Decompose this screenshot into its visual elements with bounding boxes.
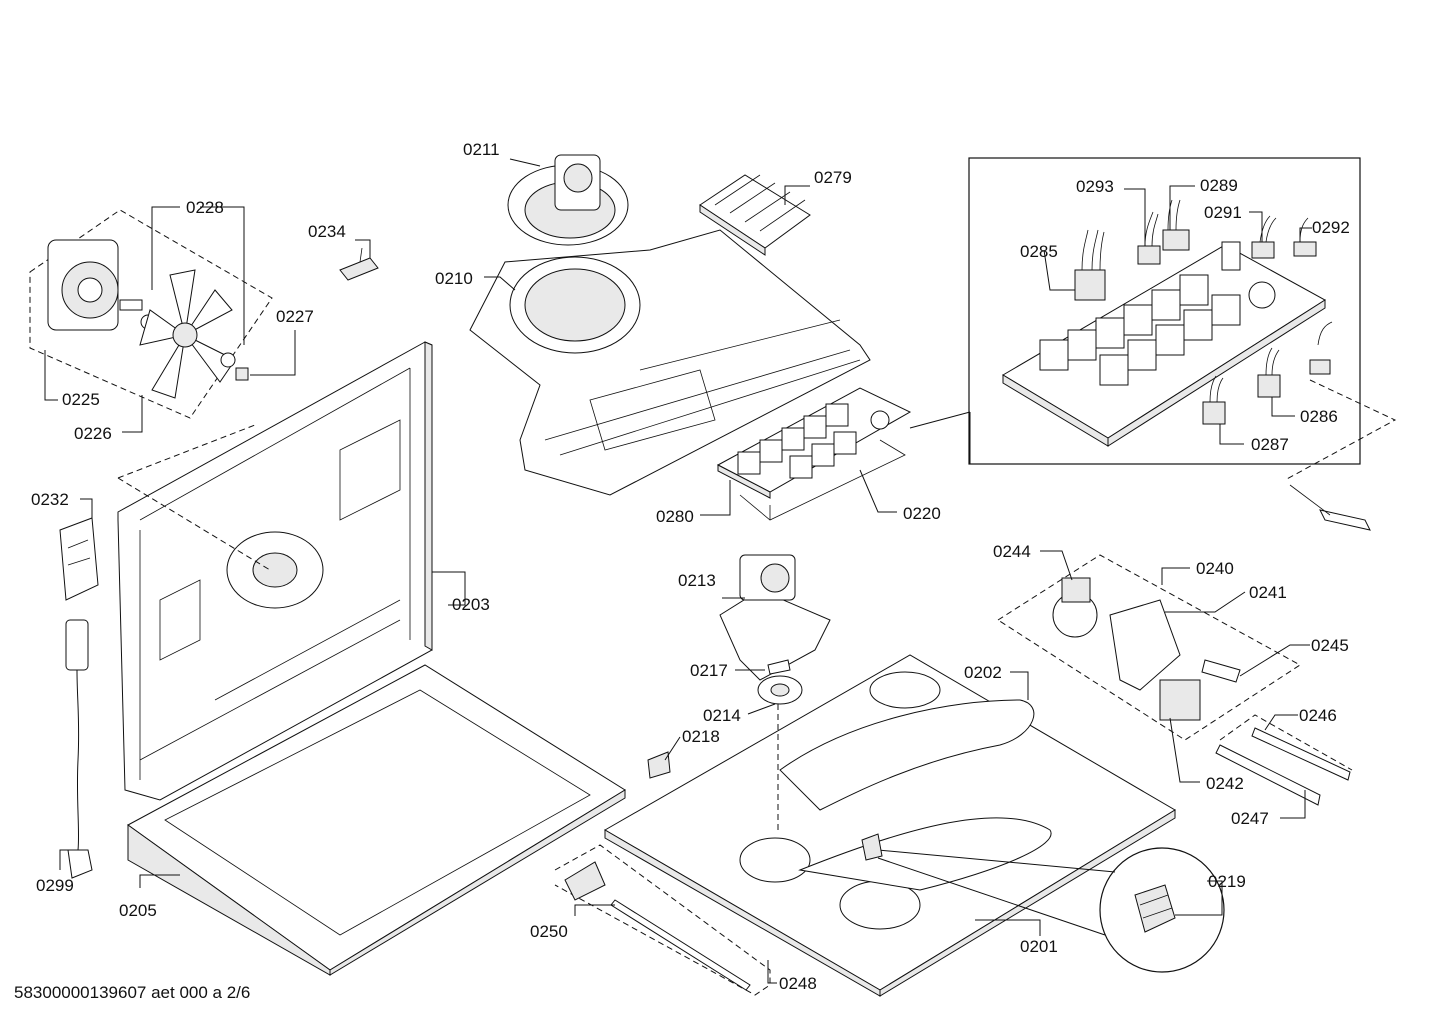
cooling-fan (719, 554, 831, 681)
label-0234: 0234 (308, 222, 346, 241)
label-0287: 0287 (1251, 435, 1289, 454)
label-0248: 0248 (779, 974, 817, 993)
label-0219: 0219 (1208, 872, 1246, 891)
label-0279: 0279 (814, 168, 852, 187)
coupling-disc (757, 675, 803, 705)
fan-housing-duct (469, 229, 871, 496)
label-0203: 0203 (452, 595, 490, 614)
label-0226: 0226 (74, 424, 112, 443)
mains-cord (65, 619, 93, 879)
selector-switch-group (997, 554, 1301, 741)
leader-lines (44, 158, 1312, 984)
label-0214: 0214 (703, 706, 741, 725)
bottom-tray (127, 664, 626, 976)
terminal-bracket (59, 517, 99, 601)
label-0220: 0220 (903, 504, 941, 523)
clip-0218 (647, 751, 671, 779)
detail-circle-0219 (861, 833, 1225, 973)
heating-rods (1215, 714, 1353, 806)
label-0213: 0213 (678, 571, 716, 590)
label-0232: 0232 (31, 490, 69, 509)
label-0292: 0292 (1312, 218, 1350, 237)
rear-panel (117, 341, 433, 801)
label-0202: 0202 (964, 663, 1002, 682)
label-0247: 0247 (1231, 809, 1269, 828)
base-plate (604, 654, 1176, 997)
spring-clip (767, 659, 791, 675)
label-0291: 0291 (1204, 203, 1242, 222)
label-0227: 0227 (276, 307, 314, 326)
label-0246: 0246 (1299, 706, 1337, 725)
door-hinge-rail (554, 844, 771, 996)
inset-detail-box (968, 157, 1361, 465)
label-0285: 0285 (1020, 242, 1058, 261)
label-0225: 0225 (62, 390, 100, 409)
convection-fan-motor (507, 154, 629, 246)
label-0242: 0242 (1206, 774, 1244, 793)
label-0299: 0299 (36, 876, 74, 895)
label-0205: 0205 (119, 901, 157, 920)
fan-motor-group (29, 209, 273, 419)
label-0293: 0293 (1076, 177, 1114, 196)
label-0245: 0245 (1311, 636, 1349, 655)
temperature-sensor (1289, 321, 1371, 531)
small-switch (339, 247, 379, 281)
label-0240: 0240 (1196, 559, 1234, 578)
label-0241: 0241 (1249, 583, 1287, 602)
control-board-assembly (716, 387, 912, 521)
label-0201: 0201 (1020, 937, 1058, 956)
label-0289: 0289 (1200, 176, 1238, 195)
label-0244: 0244 (993, 542, 1031, 561)
label-0210: 0210 (435, 269, 473, 288)
label-0217: 0217 (690, 661, 728, 680)
label-0211: 0211 (463, 140, 500, 159)
document-reference: 58300000139607 aet 000 a 2/6 (14, 983, 250, 1002)
heater-bracket (699, 174, 811, 256)
label-0228: 0228 (186, 198, 224, 217)
part-number-labels: 0211 0279 0228 0234 0210 0227 0225 0226 … (31, 140, 1350, 993)
label-0280: 0280 (656, 507, 694, 526)
label-0250: 0250 (530, 922, 568, 941)
label-0286: 0286 (1300, 407, 1338, 426)
label-0218: 0218 (682, 727, 720, 746)
